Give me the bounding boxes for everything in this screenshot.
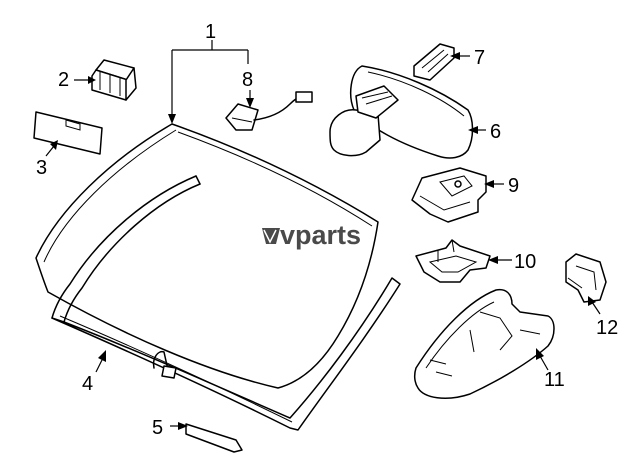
sensor-part-8 xyxy=(225,91,313,131)
bracket-part-2 xyxy=(91,59,137,101)
plate-part-3 xyxy=(33,111,103,155)
callout-11: 11 xyxy=(544,369,565,391)
callout-10: 10 xyxy=(514,251,536,273)
callout-7: 7 xyxy=(474,47,485,69)
strip-part-5 xyxy=(185,423,243,453)
clip-part-12 xyxy=(565,253,607,303)
callout-9: 9 xyxy=(508,175,519,197)
bracket-part-9 xyxy=(411,167,487,223)
callout-numbers: 1 2 3 4 5 6 7 8 9 10 11 12 xyxy=(36,21,618,439)
watermark-text: vparts xyxy=(280,220,361,250)
cover-part-11 xyxy=(413,288,555,400)
callout-4: 4 xyxy=(82,373,93,395)
callout-6: 6 xyxy=(490,121,501,143)
leader-lines xyxy=(45,40,601,430)
callout-5: 5 xyxy=(152,417,163,439)
callout-1: 1 xyxy=(205,21,216,43)
windshield-molding xyxy=(51,175,401,431)
watermark: vparts xyxy=(262,220,361,250)
callout-2: 2 xyxy=(58,69,69,91)
bracket-part-10 xyxy=(415,239,491,283)
callout-12: 12 xyxy=(596,317,618,339)
callout-3: 3 xyxy=(36,157,47,179)
rearview-mirror-part-6 xyxy=(329,65,474,159)
windshield-glass xyxy=(35,123,379,389)
callout-8: 8 xyxy=(242,69,253,91)
clip-part-7 xyxy=(413,43,455,81)
